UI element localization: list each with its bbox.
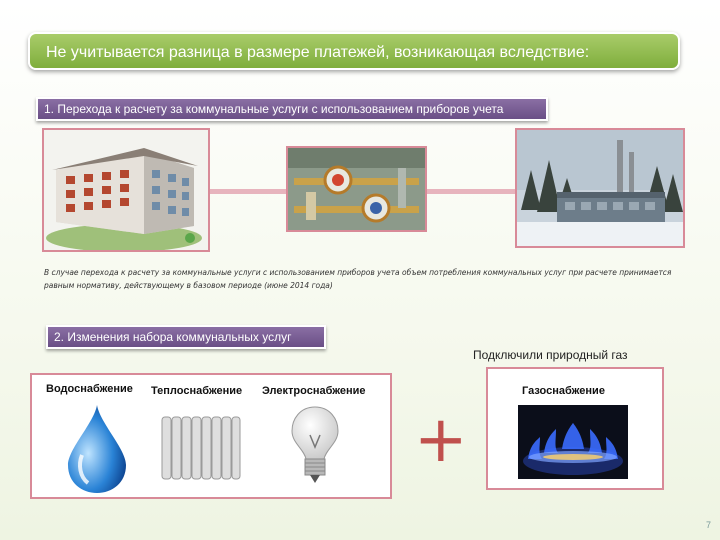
metering-caption: В случае перехода к расчету за коммуналь… bbox=[44, 268, 672, 290]
light-bulb-icon bbox=[291, 406, 339, 483]
radiator-icon bbox=[161, 416, 241, 480]
section-2-heading: 2. Изменения набора коммунальных услуг bbox=[46, 325, 326, 349]
connector-line-1 bbox=[210, 189, 286, 194]
slide-title: Не учитывается разница в размере платеже… bbox=[28, 32, 680, 70]
page-number: 7 bbox=[706, 520, 712, 530]
water-meter-image bbox=[286, 146, 427, 232]
plus-sign: + bbox=[414, 403, 468, 477]
water-supply-label: Водоснабжение bbox=[46, 383, 133, 395]
connector-line-2 bbox=[427, 189, 515, 194]
gas-flame-icon bbox=[518, 405, 628, 479]
gas-note: Подключили природный газ bbox=[473, 348, 628, 362]
section-1-heading: 1. Перехода к расчету за коммунальные ус… bbox=[36, 97, 548, 121]
apartment-building-image bbox=[42, 128, 210, 252]
water-drop-icon bbox=[68, 405, 126, 493]
utilities-panel: Водоснабжение Теплоснабжение Электроснаб… bbox=[30, 373, 392, 499]
electricity-supply-label: Электроснабжение bbox=[262, 385, 366, 397]
gas-panel: Газоснабжение bbox=[486, 367, 664, 490]
gas-supply-label: Газоснабжение bbox=[522, 385, 605, 397]
boiler-house-image bbox=[515, 128, 685, 248]
heat-supply-label: Теплоснабжение bbox=[151, 385, 243, 397]
